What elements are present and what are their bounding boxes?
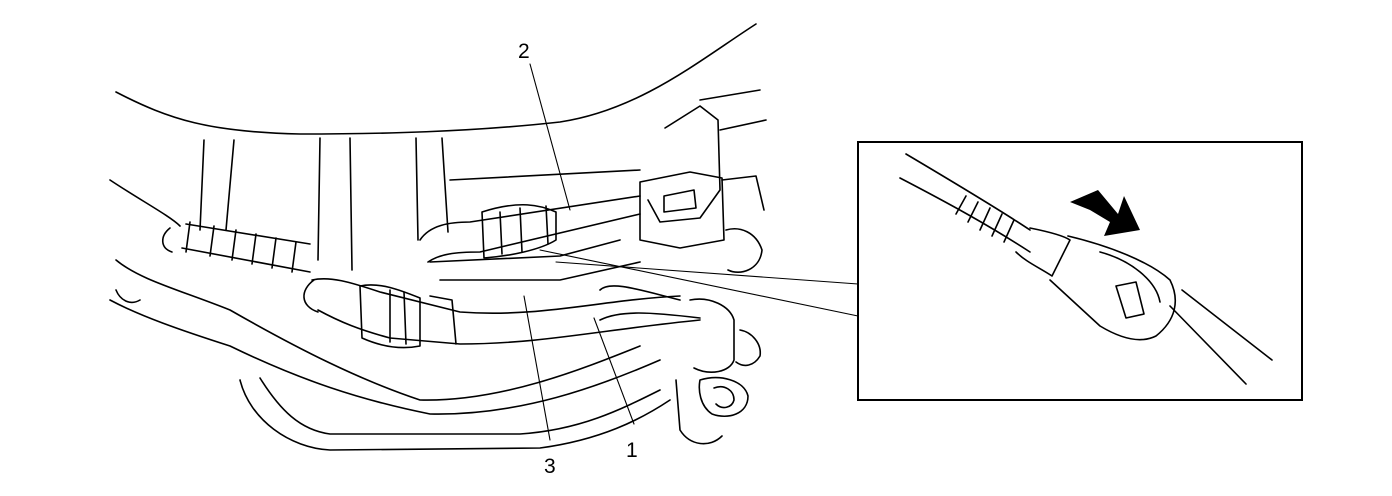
direction-arrow-icon	[1070, 190, 1140, 236]
fuel-fitting-lower-right	[675, 298, 762, 445]
callout-leaders	[523, 63, 859, 441]
callout-3: 3	[544, 455, 556, 478]
engine-body-outline	[115, 23, 767, 271]
fuel-line-left	[161, 221, 311, 273]
callout-2: 2	[518, 40, 530, 63]
fuel-hose-upper	[419, 195, 641, 263]
fuel-lines-middle	[303, 239, 701, 349]
callout-1: 1	[626, 439, 638, 462]
fuel-pipes-lower	[109, 179, 701, 451]
detail-inset	[857, 141, 1303, 401]
mounting-bracket	[639, 105, 765, 274]
